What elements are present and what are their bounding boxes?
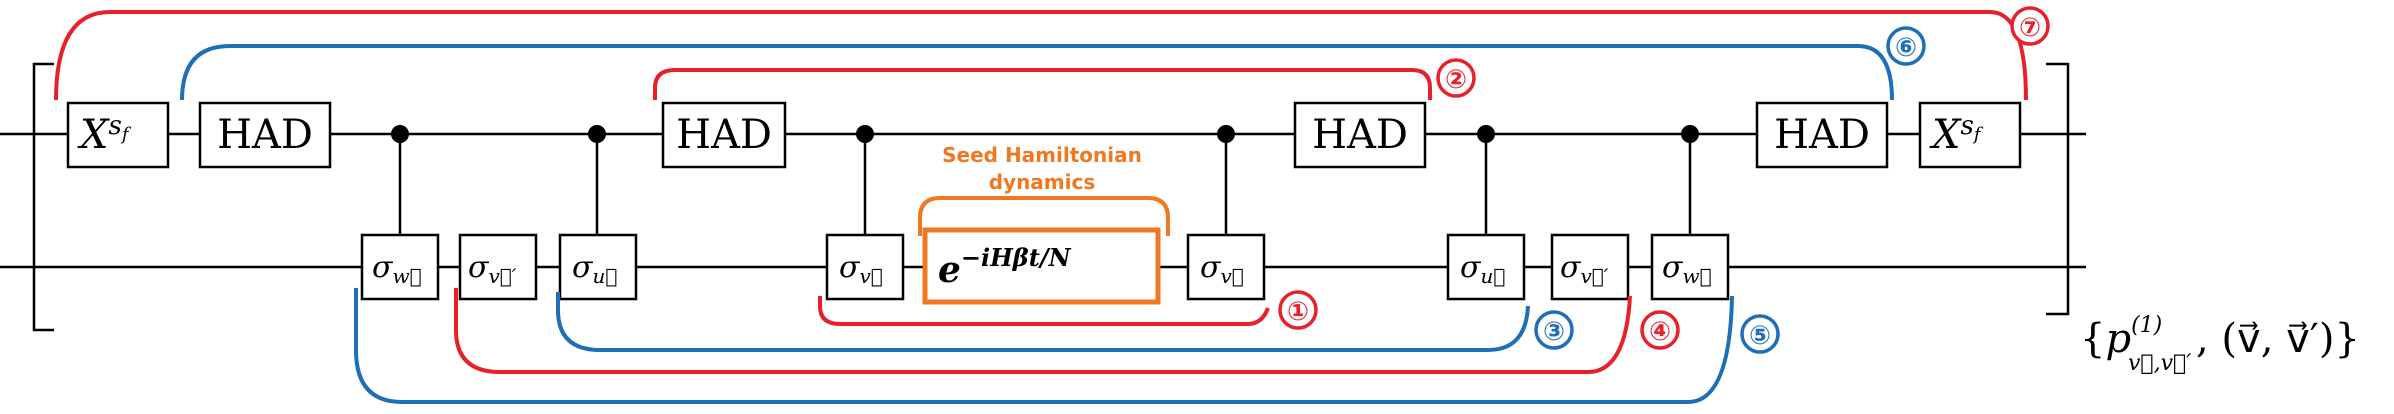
evolution-gate-base: e (938, 249, 961, 291)
control-dot-w1 (391, 125, 409, 143)
sigma-gate-vprime1: σv⃗′ (458, 233, 538, 301)
svg-text:e−iHβt/N: e−iHβt/N (938, 243, 1072, 291)
sigma-u2-sub: u⃗ (1480, 264, 1505, 288)
arc-7 (54, 10, 2028, 101)
step-5-label: ⑤ (1749, 321, 1771, 351)
sigma-w2-symbol: σ (1662, 250, 1684, 285)
arc-5 (354, 288, 1734, 404)
had-gate-1-label: HAD (217, 112, 313, 158)
had-gate-3-label: HAD (1312, 112, 1408, 158)
seed-brace (918, 196, 1170, 236)
svg-text:Xsf: Xsf (77, 111, 132, 158)
sigma-v2-symbol: σ (1200, 250, 1222, 285)
sigma-gate-w1: σw⃗ (360, 233, 440, 301)
control-dot-w2 (1681, 125, 1699, 143)
arc-4 (454, 288, 1632, 374)
sigma-vprime2-symbol: σ (1560, 250, 1582, 285)
svg-text:{p(1): {p(1) (2080, 313, 2162, 362)
sigma-gate-u2: σu⃗ (1446, 233, 1526, 301)
svg-text:σv⃗: σv⃗ (1200, 250, 1244, 288)
svg-text:σv⃗: σv⃗ (839, 250, 883, 288)
svg-text:σu⃗: σu⃗ (572, 250, 617, 288)
had-gate-3: HAD (1293, 101, 1427, 169)
right-bracket (2046, 62, 2070, 316)
svg-text:σw⃗: σw⃗ (372, 250, 422, 288)
evolution-gate-exponent: −iHβt/N (961, 243, 1072, 272)
x-gate-left-base: X (77, 112, 110, 158)
sigma-vprime2-sub: v⃗′ (1580, 264, 1608, 288)
sigma-u2-symbol: σ (1460, 250, 1482, 285)
sigma-gate-w2: σw⃗ (1650, 233, 1730, 301)
step-3-label: ③ (1543, 317, 1565, 347)
had-gate-4: HAD (1755, 101, 1889, 169)
step-1-label: ① (1287, 297, 1309, 327)
step-1: ① (1278, 290, 1318, 330)
sigma-v1-sub: v⃗ (859, 264, 882, 288)
x-gate-left-exp: s (108, 111, 121, 141)
step-4: ④ (1640, 310, 1680, 350)
had-gate-4-label: HAD (1774, 112, 1870, 158)
svg-text:σv⃗′: σv⃗′ (468, 250, 517, 288)
control-dot-u2 (1477, 125, 1495, 143)
step-5: ⑤ (1740, 314, 1780, 354)
arc-3 (556, 292, 1530, 352)
evolution-gate: e−iHβt/N (922, 227, 1161, 305)
x-gate-right: Xsf (1918, 101, 2022, 169)
svg-text:σw⃗: σw⃗ (1662, 250, 1712, 288)
step-2: ② (1436, 58, 1476, 98)
sigma-w1-sub: w⃗ (392, 264, 421, 288)
x-gate-right-base: X (1929, 112, 1962, 158)
x-gate-left: Xsf (66, 101, 170, 169)
sigma-v2-sub: v⃗ (1220, 264, 1243, 288)
seed-label-line2: dynamics (989, 170, 1096, 194)
outer-label-open: { (2080, 316, 2105, 362)
svg-text:σv⃗′: σv⃗′ (1560, 250, 1609, 288)
sigma-gate-v2: σv⃗ (1186, 233, 1266, 301)
sigma-vprime1-symbol: σ (468, 250, 490, 285)
had-gate-2: HAD (661, 101, 787, 169)
left-bracket (32, 62, 54, 332)
svg-text:σu⃗: σu⃗ (1460, 250, 1505, 288)
step-6-label: ⑥ (1895, 33, 1917, 63)
sigma-v1-symbol: σ (839, 250, 861, 285)
step-7: ⑦ (2010, 6, 2050, 46)
had-gate-2-label: HAD (676, 112, 772, 158)
sigma-u1-symbol: σ (572, 250, 594, 285)
sigma-gate-v1: σv⃗ (825, 233, 905, 301)
arc-1 (818, 296, 1270, 326)
had-gate-1: HAD (198, 101, 332, 169)
sigma-gate-u1: σu⃗ (558, 233, 638, 301)
step-7-label: ⑦ (2019, 13, 2041, 43)
sigma-w2-sub: w⃗ (1682, 264, 1711, 288)
outer-label-tail: , (v⃗, v⃗′)} (2196, 316, 2360, 362)
outer-label: {p(1) v⃗,v⃗′ , (v⃗, v⃗′)} (2080, 313, 2360, 376)
sigma-u1-sub: u⃗ (592, 264, 617, 288)
control-dot-v2 (1217, 125, 1235, 143)
sigma-vprime1-sub: v⃗′ (488, 264, 516, 288)
step-4-label: ④ (1649, 317, 1671, 347)
outer-label-superscript: (1) (2131, 313, 2162, 338)
sigma-gate-vprime2: σv⃗′ (1550, 233, 1630, 301)
outer-label-subscript: v⃗,v⃗′ (2128, 351, 2191, 376)
sigma-w1-symbol: σ (372, 250, 394, 285)
arc-2 (653, 68, 1432, 100)
step-6: ⑥ (1886, 26, 1926, 66)
arc-6 (180, 44, 1894, 101)
seed-label-line1: Seed Hamiltonian (942, 143, 1142, 167)
x-gate-right-exp: s (1960, 111, 1973, 141)
step-2-label: ② (1445, 65, 1467, 95)
control-dot-u1 (588, 125, 606, 143)
step-3: ③ (1534, 310, 1574, 350)
outer-label-p: p (2105, 316, 2131, 362)
control-dot-v1 (856, 125, 874, 143)
